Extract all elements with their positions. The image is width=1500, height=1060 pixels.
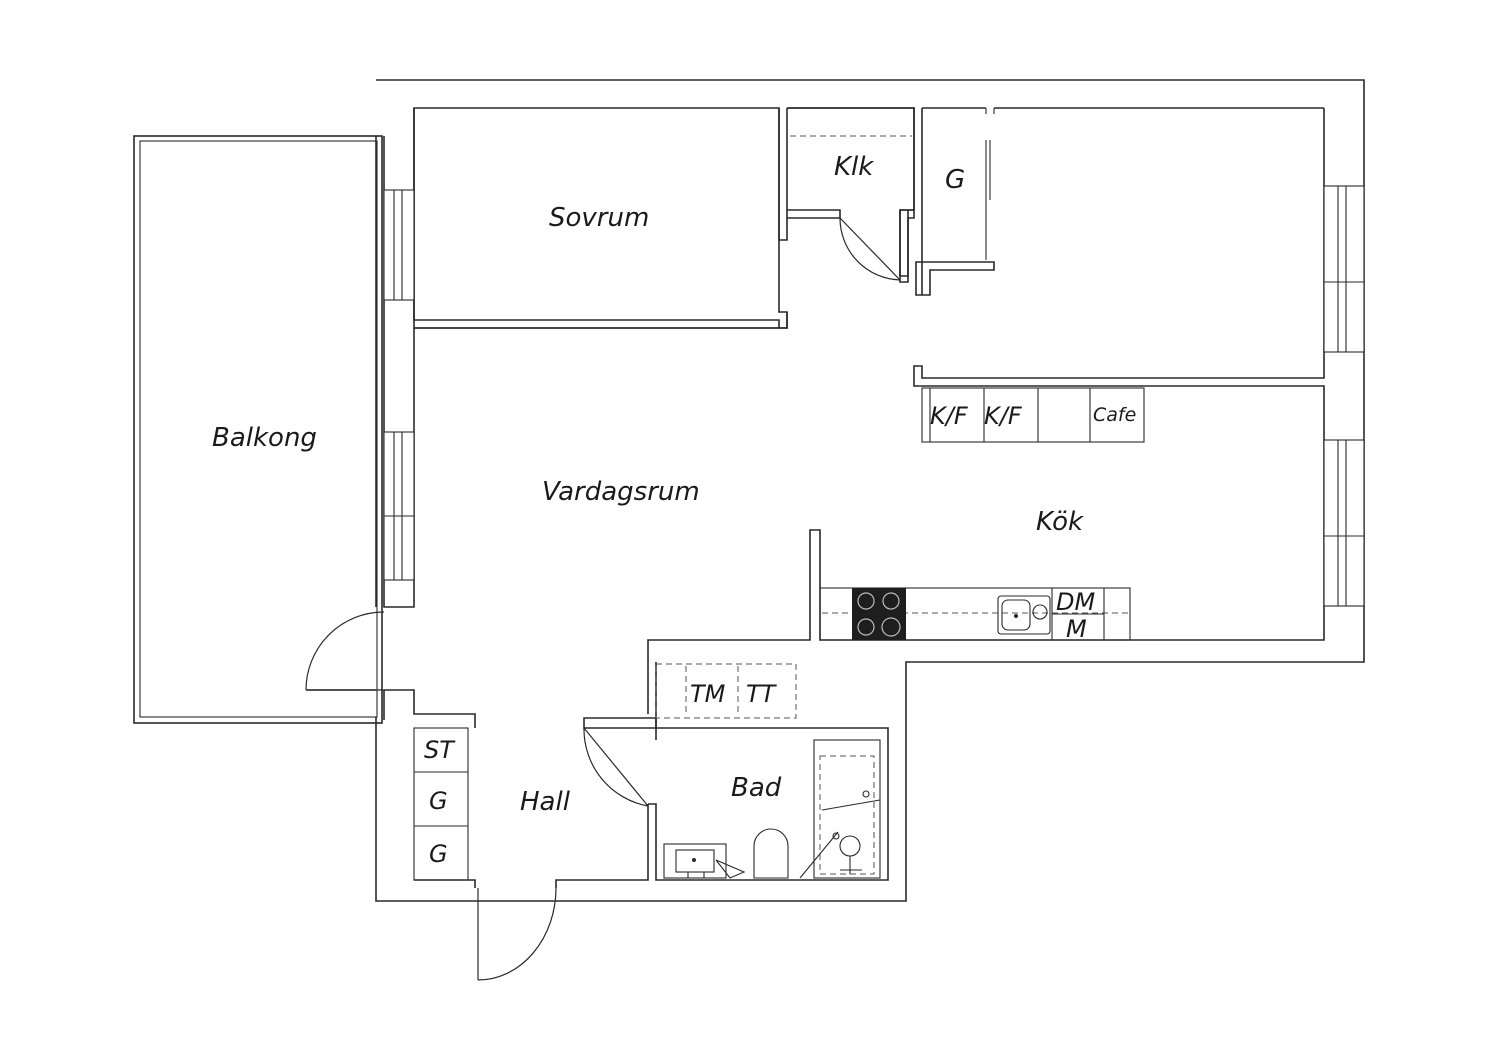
- laundry-area: [655, 663, 797, 719]
- fixture-label-tm: TM: [690, 680, 726, 708]
- washbasin-icon: [663, 843, 746, 879]
- fixture-label-st: ST: [424, 736, 456, 764]
- door-entrance: [477, 887, 557, 981]
- fixture-label-m: M: [1066, 615, 1087, 643]
- room-label-kok: Kök: [1036, 507, 1084, 537]
- shower-icon: [799, 739, 881, 879]
- fixture-label-cafe: Cafe: [1093, 404, 1136, 426]
- fixture-label-kf-2: K/F: [984, 402, 1023, 430]
- window-kitchen-east: [1323, 439, 1365, 607]
- windows: [383, 185, 1365, 607]
- window-bedroom-west: [383, 189, 415, 301]
- outer-walls: [375, 79, 1365, 902]
- hall-wardrobes: [413, 727, 469, 881]
- window-living-west: [383, 431, 415, 581]
- balcony: [133, 135, 383, 724]
- door-klk: [839, 217, 901, 281]
- door-bad: [583, 727, 649, 807]
- room-label-hall: Hall: [520, 787, 571, 817]
- fixture-label-dm: DM: [1056, 588, 1095, 616]
- room-label-sovrum: Sovrum: [549, 203, 649, 233]
- fixture-label-kf-1: K/F: [930, 402, 969, 430]
- stove-icon: [852, 588, 906, 640]
- fixture-label-g-1: G: [429, 787, 448, 815]
- fixture-label-tt: TT: [746, 680, 778, 708]
- room-label-klk: Klk: [834, 152, 874, 182]
- closet-klk-walls: [787, 107, 915, 277]
- room-label-bad: Bad: [731, 773, 782, 803]
- sink-icon: [997, 595, 1051, 635]
- room-label-vardagsrum: Vardagsrum: [542, 477, 700, 507]
- room-label-closet-g: G: [945, 165, 965, 195]
- hall-bad-walls: [414, 662, 889, 888]
- room-label-balkong: Balkong: [212, 423, 317, 453]
- doors: [305, 217, 901, 981]
- kitchen-upper-cabinets: [921, 387, 1145, 443]
- fixture-label-g-2: G: [429, 840, 448, 868]
- window-right-bedroom-east: [1323, 185, 1365, 353]
- closet-g-walls: [915, 107, 1324, 296]
- toilet-icon: [753, 828, 789, 879]
- door-balcony: [305, 611, 385, 691]
